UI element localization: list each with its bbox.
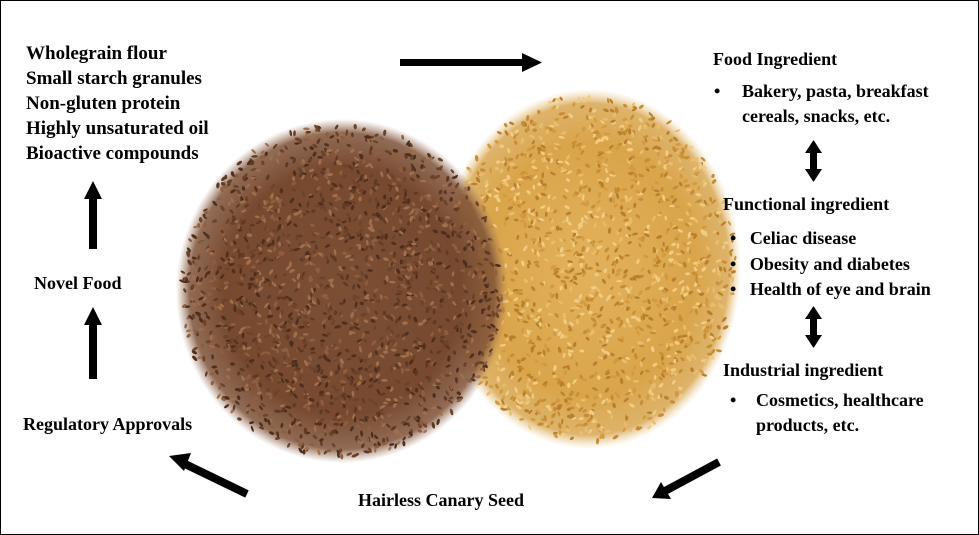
arrow-up-left-icon — [169, 453, 247, 494]
arrow-down-left-icon — [652, 462, 719, 499]
double-arrow-icon — [805, 306, 822, 348]
arrow-up-icon — [84, 181, 102, 249]
arrow-up-icon — [84, 307, 102, 379]
arrow-right-icon — [400, 53, 542, 72]
double-arrow-icon — [805, 140, 822, 182]
